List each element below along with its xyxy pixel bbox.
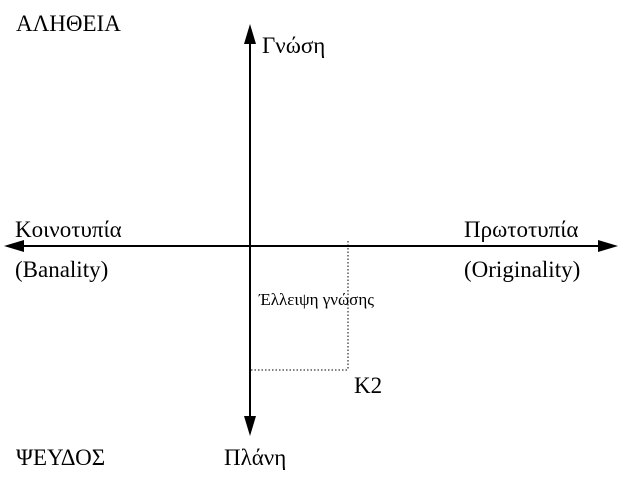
falsehood-label: ΨΕΥΔΟΣ xyxy=(16,445,106,470)
lack-of-knowledge-label: Έλλειψη γνώσης xyxy=(259,290,374,309)
originality-greek-label: Πρωτοτυπία xyxy=(464,217,579,242)
error-axis-label: Πλάνη xyxy=(224,445,287,470)
truth-label: ΑΛΗΘΕΙΑ xyxy=(16,11,121,36)
banality-greek-label: Κοινοτυπία xyxy=(15,217,122,242)
vertical-axis-arrow-down xyxy=(244,416,256,436)
banality-english-label: (Banality) xyxy=(15,257,109,282)
vertical-axis-arrow-up xyxy=(244,24,256,44)
horizontal-axis-arrow-left xyxy=(4,240,24,252)
k2-point-label: Κ2 xyxy=(354,373,383,398)
horizontal-axis-arrow-right xyxy=(598,240,618,252)
originality-english-label: (Originality) xyxy=(464,257,581,282)
knowledge-axis-label: Γνώση xyxy=(262,33,326,58)
